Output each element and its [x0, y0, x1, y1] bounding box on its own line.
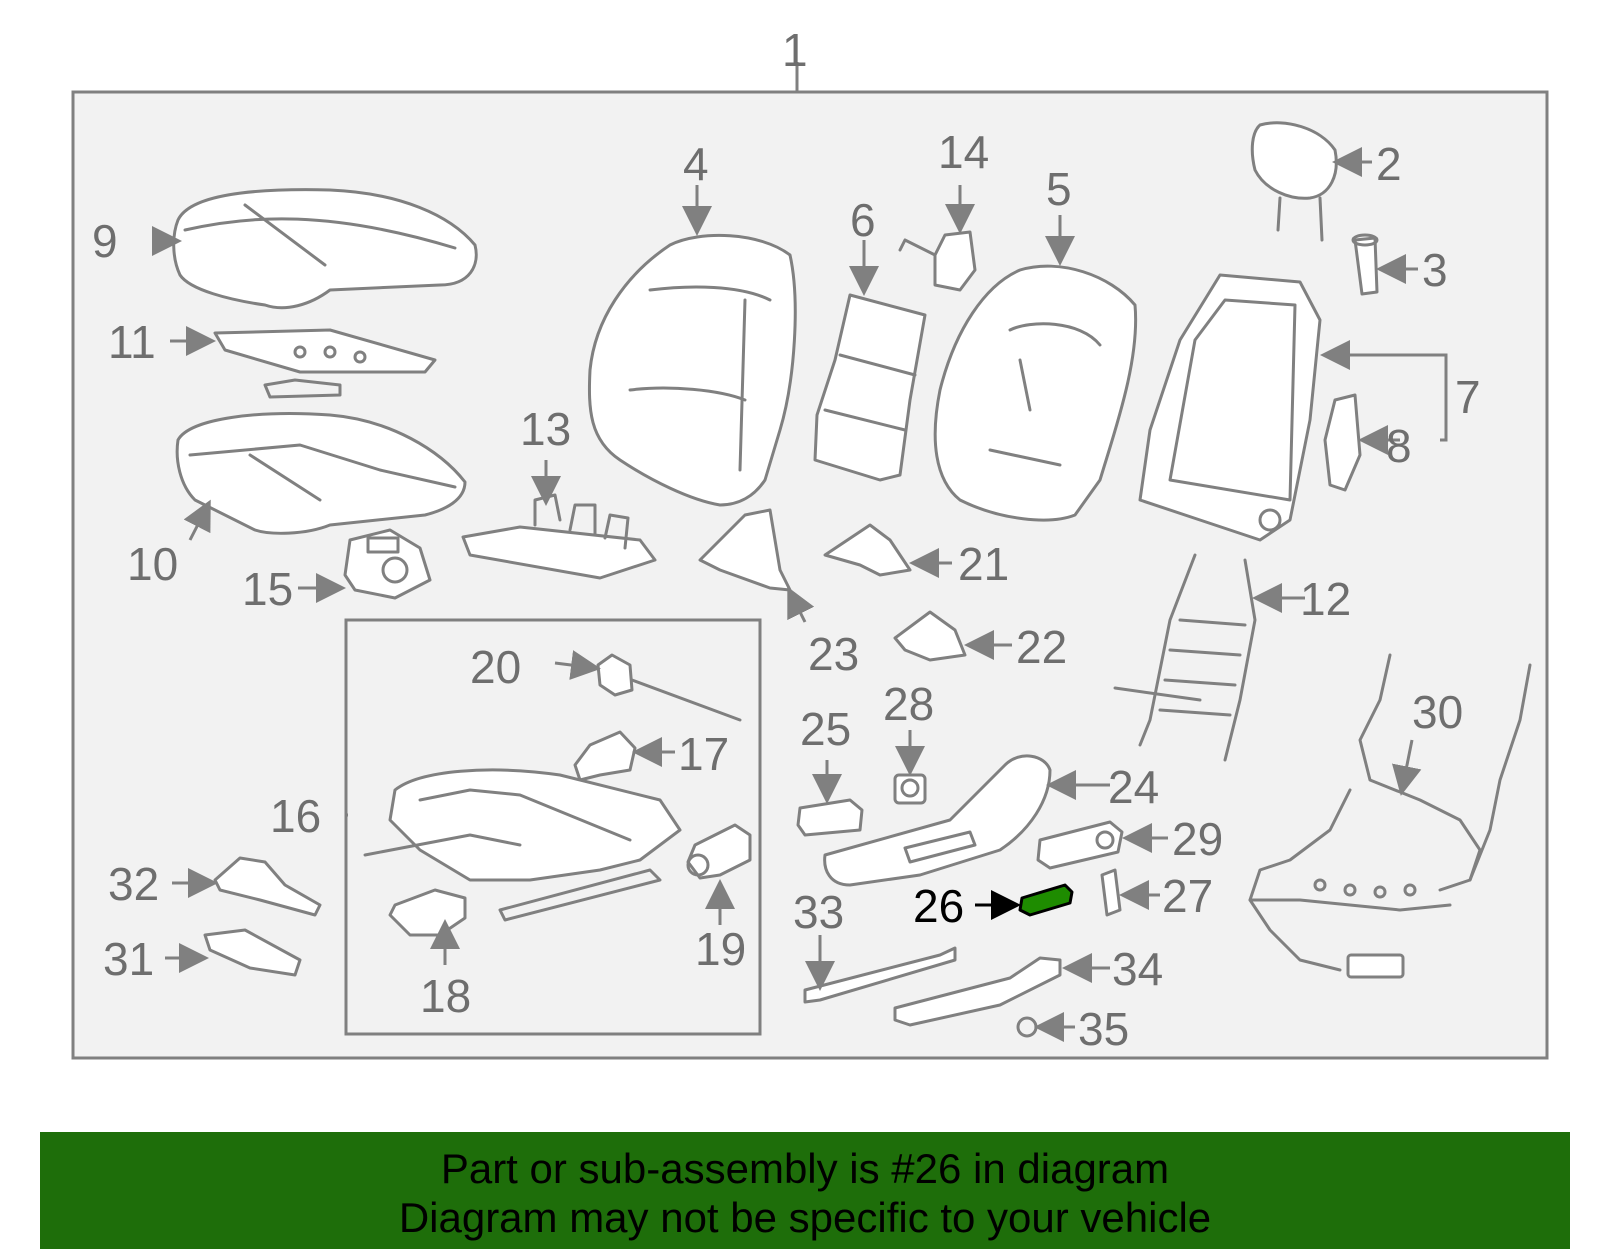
part-2-headrest — [1250, 121, 1338, 242]
part-19-motor — [686, 823, 752, 880]
callout-21: 21 — [958, 538, 1009, 590]
part-14-lumbar-motor — [898, 230, 977, 292]
callout-10: 10 — [127, 538, 178, 590]
callout-11: 11 — [108, 316, 156, 368]
callout-16: 16 — [270, 790, 321, 842]
part-9-cushion-cover — [172, 188, 478, 310]
callout-20: 20 — [470, 641, 521, 693]
part-25-switch — [796, 798, 864, 837]
part-28-knob — [893, 773, 927, 805]
banner-line-1: Part or sub-assembly is #26 in diagram — [440, 1145, 1170, 1192]
sub-assembly-frame-16 — [344, 618, 762, 1036]
callout-14: 14 — [938, 126, 989, 178]
part-13-springs — [461, 493, 657, 580]
callout-19: 19 — [695, 923, 746, 975]
part-6-lumbar-panel — [813, 293, 927, 482]
part-info-banner: Part or sub-assembly is #26 in diagram D… — [40, 1132, 1570, 1249]
callout-17: 17 — [678, 728, 729, 780]
callout-31: 31 — [103, 933, 154, 985]
callout-3: 3 — [1422, 244, 1448, 296]
part-31-cover — [203, 928, 302, 977]
callout-33: 33 — [793, 886, 844, 938]
callout-1: 1 — [782, 24, 808, 76]
part-3-headrest-guide — [1351, 233, 1379, 296]
callout-26: 26 — [913, 880, 964, 932]
callout-6: 6 — [850, 194, 876, 246]
callout-34: 34 — [1112, 943, 1163, 995]
callout-29: 29 — [1172, 813, 1223, 865]
callout-35: 35 — [1078, 1003, 1129, 1055]
part-7-backrest-frame — [1138, 273, 1322, 542]
part-16-adjuster — [363, 768, 682, 922]
part-30-wiring-harness — [1248, 653, 1532, 979]
callout-5: 5 — [1046, 163, 1072, 215]
callout-8: 8 — [1386, 420, 1412, 472]
callout-4: 4 — [683, 138, 709, 190]
callout-12: 12 — [1300, 573, 1351, 625]
part-20-cable — [596, 653, 742, 722]
banner-line-2: Diagram may not be specific to your vehi… — [398, 1194, 1212, 1241]
callout-23: 23 — [808, 628, 859, 680]
callout-15: 15 — [242, 563, 293, 615]
part-12-suspension — [1113, 553, 1257, 762]
callout-24: 24 — [1108, 761, 1159, 813]
callout-2: 2 — [1376, 138, 1402, 190]
callout-13: 13 — [520, 403, 571, 455]
part-15-sensor — [343, 528, 432, 600]
callout-18: 18 — [420, 970, 471, 1022]
part-23-side-cover — [698, 508, 792, 592]
part-32-bracket — [213, 856, 322, 917]
part-11-cushion-bracket — [213, 328, 437, 399]
part-33-rail-trim — [803, 946, 957, 1004]
callout-22: 22 — [1016, 621, 1067, 673]
part-8-recliner-motor — [1323, 393, 1362, 492]
part-17-motor — [573, 730, 637, 782]
part-24-side-shield — [823, 754, 1052, 887]
part-34-rail-cover — [893, 956, 1062, 1027]
callout-28: 28 — [883, 678, 934, 730]
part-5-backrest-pad — [933, 264, 1138, 522]
callout-25: 25 — [800, 703, 851, 755]
callout-7: 7 — [1455, 371, 1481, 423]
part-29-control-panel — [1036, 820, 1124, 870]
part-4-backrest-cover — [587, 233, 797, 507]
callout-9: 9 — [92, 215, 118, 267]
callout-27: 27 — [1162, 870, 1213, 922]
callout-32: 32 — [108, 858, 159, 910]
part-27-clip — [1100, 868, 1122, 917]
callout-30: 30 — [1412, 686, 1463, 738]
